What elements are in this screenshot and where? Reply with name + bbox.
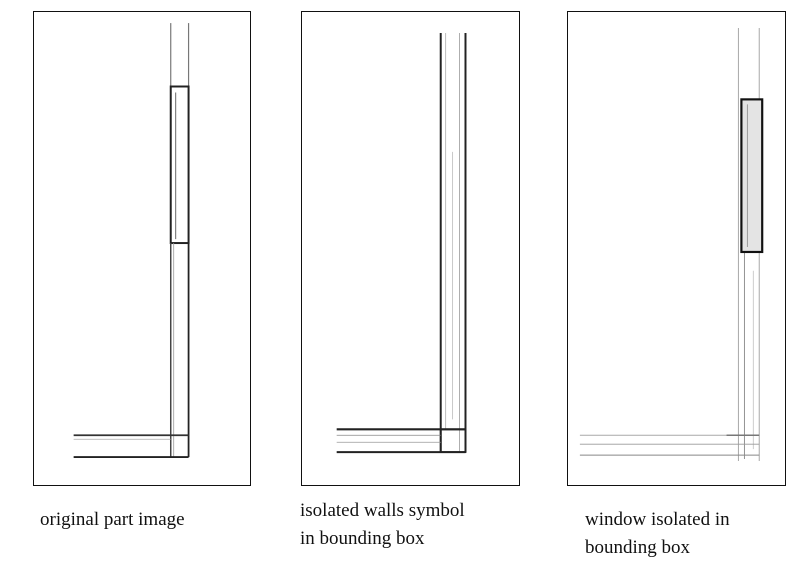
original-part-drawing: [73, 23, 190, 459]
isolated-walls-drawing: [336, 32, 467, 454]
wall-lines: [73, 23, 190, 459]
caption-isolated-walls: isolated walls symbol in bounding box: [300, 500, 465, 549]
isolated-walls-panel: [301, 11, 520, 486]
faint-wall-lines: [579, 28, 760, 462]
original-part-image-panel: [33, 11, 251, 486]
window-isolated-panel: [567, 11, 786, 486]
wall-lines: [336, 32, 467, 454]
window-symbol: [740, 98, 764, 254]
caption-window-isolated: window isolated in bounding box: [585, 509, 730, 558]
window-isolated-drawing: [579, 28, 764, 462]
caption-original-part-image: original part image: [40, 509, 185, 530]
